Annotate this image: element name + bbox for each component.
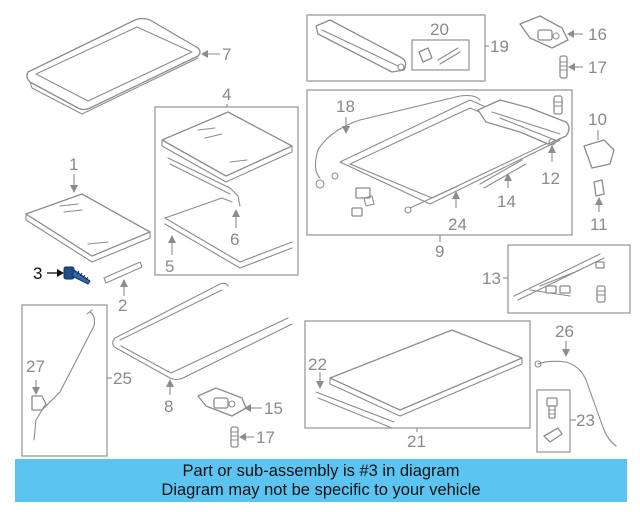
info-banner: Part or sub-assembly is #3 in diagram Di… [15, 459, 627, 502]
group-box-25 [21, 304, 108, 457]
callout-16: 16 [588, 25, 607, 44]
callout-12: 12 [541, 169, 560, 188]
callout-7: 7 [222, 45, 231, 64]
part-2-strip: 2 [103, 261, 143, 315]
part-14-bracket: 14 [479, 159, 527, 211]
part-5-seal: 5 [164, 197, 293, 276]
part-20-clips [418, 47, 461, 65]
part-4-panel [161, 111, 293, 207]
part-11-clip: 11 [590, 179, 608, 234]
part-3-bolt: 3 [33, 264, 91, 285]
part-17-screw-bottom: 17 [230, 426, 275, 448]
callout-5: 5 [165, 257, 174, 276]
callout-18: 18 [336, 97, 355, 116]
part-16-motor: 16 [519, 15, 607, 49]
callout-24: 24 [448, 215, 467, 234]
banner-line-1: Part or sub-assembly is #3 in diagram [182, 461, 460, 480]
callout-22: 22 [308, 355, 327, 374]
part-6-seal: 6 [230, 209, 240, 249]
part-7-glass-panel: 7 [26, 17, 231, 115]
part-22-shade: 22 [308, 329, 523, 429]
callout-19: 19 [490, 37, 509, 56]
part-1-glass: 1 [25, 155, 151, 263]
callout-17-bottom: 17 [256, 428, 275, 447]
callout-17-top: 17 [588, 58, 607, 77]
part-15-motor: 15 [197, 387, 283, 418]
part-8-seal: 8 [112, 282, 293, 416]
callout-6: 6 [230, 230, 239, 249]
part-13-links [513, 253, 606, 303]
group-box-19 [306, 14, 486, 82]
part-12-track: 12 [477, 99, 570, 188]
callout-10: 10 [588, 110, 607, 129]
bolt-3-icon [63, 266, 91, 285]
part-27-cable: 27 [26, 309, 96, 441]
callout-26: 26 [555, 322, 574, 341]
group-box-23 [536, 389, 571, 453]
callout-4: 4 [222, 85, 231, 104]
part-10-bracket: 10 [583, 110, 615, 169]
part-24-cable: 24 [404, 185, 467, 234]
callout-15: 15 [264, 399, 283, 418]
part-18-harness: 18 [336, 97, 355, 134]
callout-21: 21 [407, 432, 426, 451]
callout-14: 14 [497, 192, 516, 211]
callout-8: 8 [164, 397, 173, 416]
callout-27: 27 [26, 357, 45, 376]
callout-23: 23 [576, 411, 595, 430]
part-screw-box9 [553, 95, 563, 115]
part-26-drain-hose: 26 [534, 322, 617, 447]
group-box-13 [507, 244, 631, 314]
callout-25: 25 [113, 369, 132, 388]
callout-13: 13 [482, 269, 501, 288]
callout-2: 2 [118, 296, 127, 315]
callout-11: 11 [590, 215, 608, 234]
callout-9: 9 [435, 242, 444, 261]
banner-line-2: Diagram may not be specific to your vehi… [161, 480, 481, 499]
callout-20: 20 [430, 20, 449, 39]
part-17-screw-top: 17 [559, 55, 607, 79]
part-23-fasteners [543, 397, 563, 443]
callout-3: 3 [33, 264, 42, 283]
part-19-rail [315, 19, 407, 73]
callout-1: 1 [69, 155, 78, 174]
group-box-20 [411, 39, 470, 71]
parts-diagram: 7 4 5 6 1 3 [21, 14, 631, 457]
